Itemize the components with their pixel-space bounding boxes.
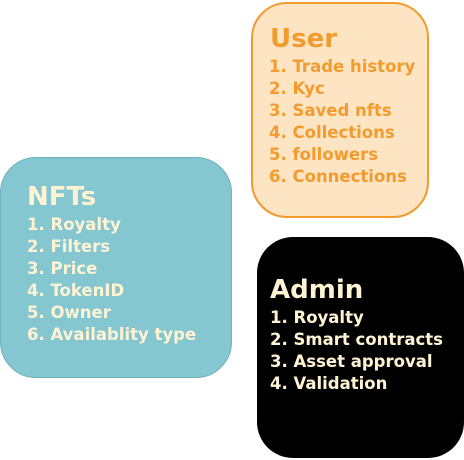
user-item-collections: 4. Collections [269,123,395,142]
admin-card-list: 1. Royalty 2. Smart contracts 3. Asset a… [270,307,464,395]
nfts-card: NFTs 1. Royalty 2. Filters 3. Price 4. T… [0,157,232,378]
nfts-item-filters: 2. Filters [27,237,111,256]
nfts-card-list: 1. Royalty 2. Filters 3. Price 4. TokenI… [27,214,231,346]
nfts-item-tokenid: 4. TokenID [27,281,125,300]
user-card-title: User [270,24,338,54]
user-item-trade-history: 1. Trade history [269,57,416,76]
user-card-list: 1. Trade history 2. Kyc 3. Saved nfts 4.… [269,56,427,188]
user-item-saved-nfts: 3. Saved nfts [269,101,392,120]
nfts-item-owner: 5. Owner [27,303,111,322]
admin-item-royalty: 1. Royalty [270,308,364,327]
admin-card: Admin 1. Royalty 2. Smart contracts 3. A… [257,237,464,458]
admin-item-smart-contracts: 2. Smart contracts [270,330,443,349]
admin-card-title: Admin [270,275,364,305]
admin-item-validation: 4. Validation [270,374,388,393]
admin-item-asset-approval: 3. Asset approval [270,352,433,371]
user-card: User 1. Trade history 2. Kyc 3. Saved nf… [251,2,429,218]
user-item-connections: 6. Connections [269,167,407,186]
user-item-followers: 5. followers [269,145,379,164]
nfts-card-title: NFTs [27,182,97,212]
user-item-kyc: 2. Kyc [269,79,325,98]
nfts-item-royalty: 1. Royalty [27,215,121,234]
nfts-item-availability-type: 6. Availablity type [27,325,197,344]
nfts-item-price: 3. Price [27,259,98,278]
